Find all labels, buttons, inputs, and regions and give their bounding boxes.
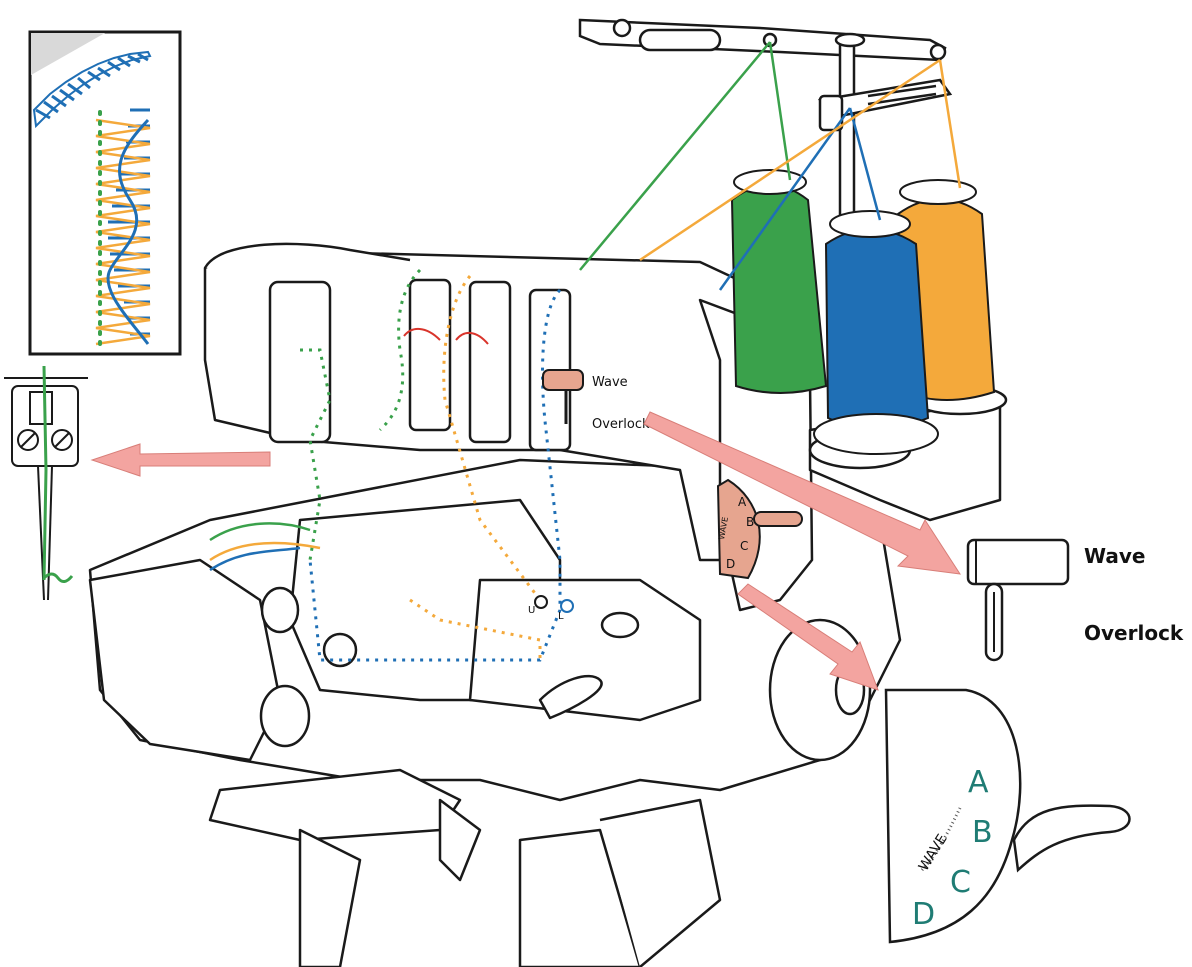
thread-stand <box>578 18 953 232</box>
stitch-dial-small: A B C D WAVE <box>716 478 803 580</box>
blue-thread-wave <box>106 118 150 345</box>
large-dial-c: C <box>950 865 971 900</box>
stitch-inset <box>28 30 182 356</box>
stitch-dial-detail: A B C D WAVE <box>884 688 1131 944</box>
spool-green <box>730 169 828 394</box>
spool-blue <box>813 210 939 455</box>
thread-paths <box>209 41 962 662</box>
small-overlock-label: Overlock <box>592 417 650 432</box>
callout-arrow-lever <box>643 411 962 575</box>
small-dial-a: A <box>738 495 747 509</box>
small-dial-c: C <box>740 539 748 553</box>
wave-overlock-lever-small: Wave Overlock <box>542 369 650 432</box>
large-overlock-label: Overlock <box>1084 621 1184 645</box>
small-dial-wave-word: WAVE <box>717 516 730 540</box>
large-wave-label: Wave <box>1084 544 1145 568</box>
stitch-loops-top <box>32 50 152 129</box>
large-dial-b: B <box>972 815 993 850</box>
wave-overlock-lever-detail: Wave Overlock <box>966 538 1184 662</box>
large-dial-d: D <box>912 897 935 932</box>
callout-arrow-needle <box>90 443 271 477</box>
plate-label-l: L <box>558 611 564 622</box>
small-wave-label: Wave <box>592 375 628 390</box>
large-dial-a: A <box>968 765 989 800</box>
plate-label-u: U <box>528 605 535 616</box>
callout-arrow-dial <box>737 583 879 691</box>
small-dial-d: D <box>726 557 735 571</box>
orange-thread-zigzag <box>95 118 151 346</box>
small-dial-b: B <box>746 515 754 529</box>
needle-clamp-detail <box>4 365 88 601</box>
